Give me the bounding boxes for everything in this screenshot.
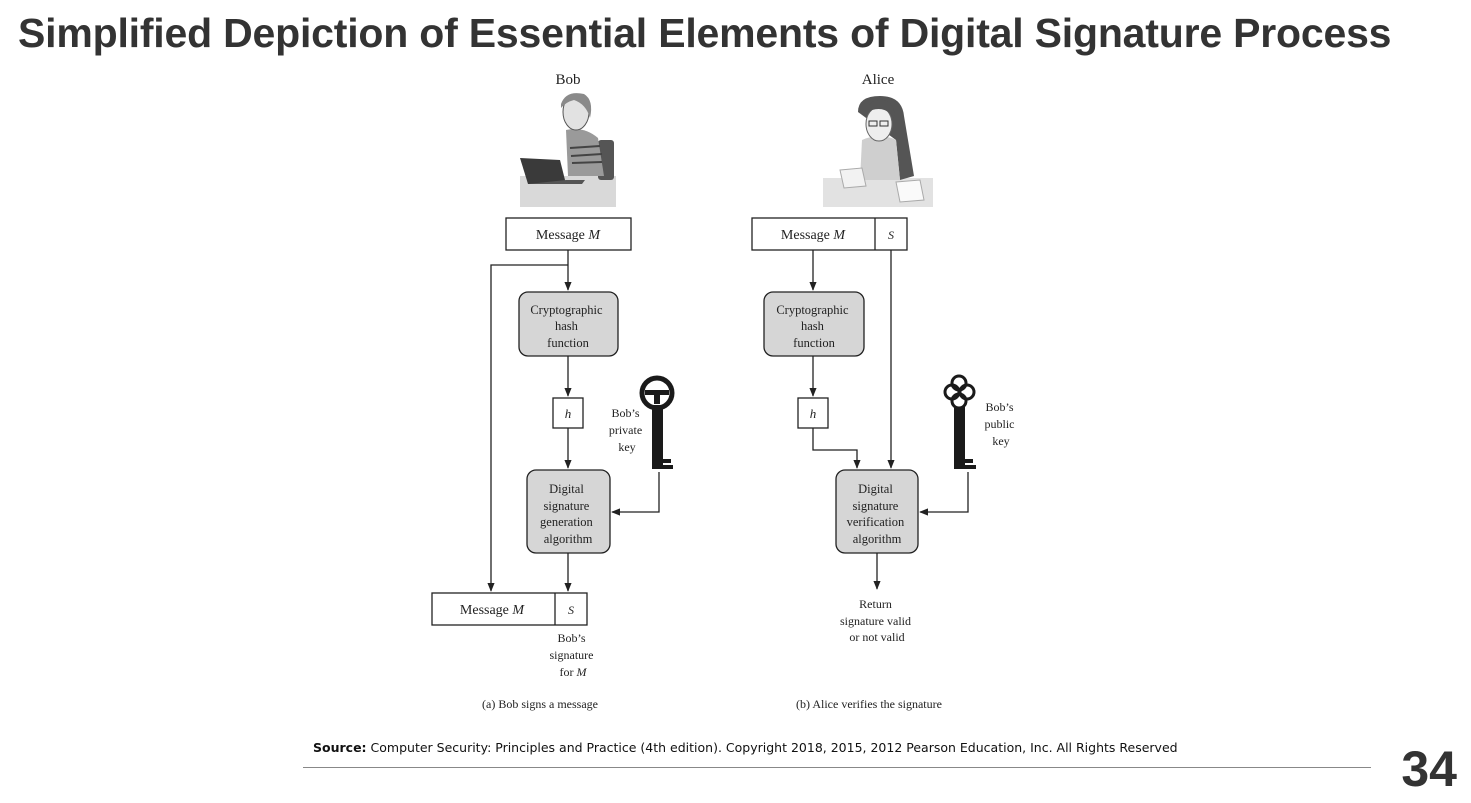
svg-text:Message M: Message M <box>460 603 526 618</box>
svg-text:Bob’s public key: Bob’s public key <box>985 400 1018 448</box>
bob-illustration <box>520 93 616 207</box>
bob-message-var: M <box>587 228 601 243</box>
bob-message-box <box>505 217 632 251</box>
alice-key-line2: public <box>985 417 1015 431</box>
bob-message-label: Message <box>536 228 585 243</box>
alice-alg-line1: Digital <box>858 482 893 496</box>
alice-illustration <box>823 96 933 207</box>
public-key-icon <box>943 374 976 469</box>
footer-divider <box>303 767 1371 768</box>
svg-text:Digital signature veri: Digital signature verification algorithm <box>847 482 908 546</box>
svg-text:Digital signature gene: Digital signature generation algorithm <box>540 482 596 546</box>
bob-sig-caption-var: M <box>576 665 588 679</box>
bob-sig-caption-line2: signature <box>550 648 594 662</box>
alice-result-line3: or not valid <box>849 630 904 644</box>
bob-hash-line2: hash <box>555 319 579 333</box>
alice-message-label: Message <box>781 228 830 243</box>
alice-hash-line1: Cryptographic <box>776 303 849 317</box>
bob-alg-line3: generation <box>540 515 594 529</box>
bob-name: Bob <box>555 72 580 88</box>
bob-sig-caption-for: for <box>560 665 574 679</box>
bob-sig-caption-line1: Bob’s <box>557 631 585 645</box>
alice-alg-line2: signature <box>853 499 899 513</box>
alice-hash-line2: hash <box>801 319 825 333</box>
svg-text:Message M: Message M <box>536 228 602 243</box>
bob-hash-value-box <box>552 397 584 429</box>
bob-alg-line2: signature <box>544 499 590 513</box>
bob-alg-line4: algorithm <box>544 532 593 546</box>
alice-hash-line3: function <box>793 336 835 350</box>
alice-result-line2: signature valid <box>840 614 911 628</box>
bob-hash-value: h <box>565 406 572 421</box>
alice-hash-value: h <box>810 406 817 421</box>
svg-text:Bob’s signature for M: Bob’s signature for M <box>550 631 597 679</box>
alice-alg-line4: algorithm <box>853 532 902 546</box>
alice-result-line1: Return <box>859 597 892 611</box>
private-key-icon <box>639 375 675 469</box>
svg-text:Bob’s private key: Bob’s private key <box>609 406 645 454</box>
alice-alg-line3: verification <box>847 515 905 529</box>
bob-signature-var: S <box>568 603 574 617</box>
alice-panel-caption: (b) Alice verifies the signature <box>796 697 942 711</box>
source-text: Computer Security: Principles and Practi… <box>370 740 1178 755</box>
svg-text:Message M: Message M <box>781 228 847 243</box>
svg-text:Cryptographic hash fun: Cryptographic hash function <box>776 303 851 350</box>
page-number: 34 <box>1401 741 1457 797</box>
bob-hash-line1: Cryptographic <box>530 303 603 317</box>
slide-title: Simplified Depiction of Essential Elemen… <box>18 10 1392 56</box>
svg-text:Return signature valid: Return signature valid or not valid <box>840 597 914 644</box>
bob-output-message-label: Message <box>460 603 509 618</box>
source-label: Source: <box>313 740 367 755</box>
alice-hash-function-box <box>763 291 865 357</box>
bob-alg-line1: Digital <box>549 482 584 496</box>
bob-output-message-box <box>431 592 588 626</box>
alice-key-line3: key <box>992 434 1009 448</box>
source-citation: Source: Computer Security: Principles an… <box>313 740 1178 755</box>
alice-name: Alice <box>862 72 895 88</box>
bob-key-line3: key <box>618 440 635 454</box>
svg-text:Cryptographic hash fun: Cryptographic hash function <box>530 303 605 350</box>
bob-key-line1: Bob’s <box>611 406 639 420</box>
alice-message-var: M <box>832 228 846 243</box>
alice-signature-var: S <box>888 228 894 242</box>
bob-panel-caption: (a) Bob signs a message <box>482 697 598 711</box>
bob-hash-line3: function <box>547 336 589 350</box>
bob-output-message-var: M <box>511 603 525 618</box>
bob-key-line2: private <box>609 423 642 437</box>
alice-key-line1: Bob’s <box>985 400 1013 414</box>
alice-message-box <box>751 217 908 251</box>
